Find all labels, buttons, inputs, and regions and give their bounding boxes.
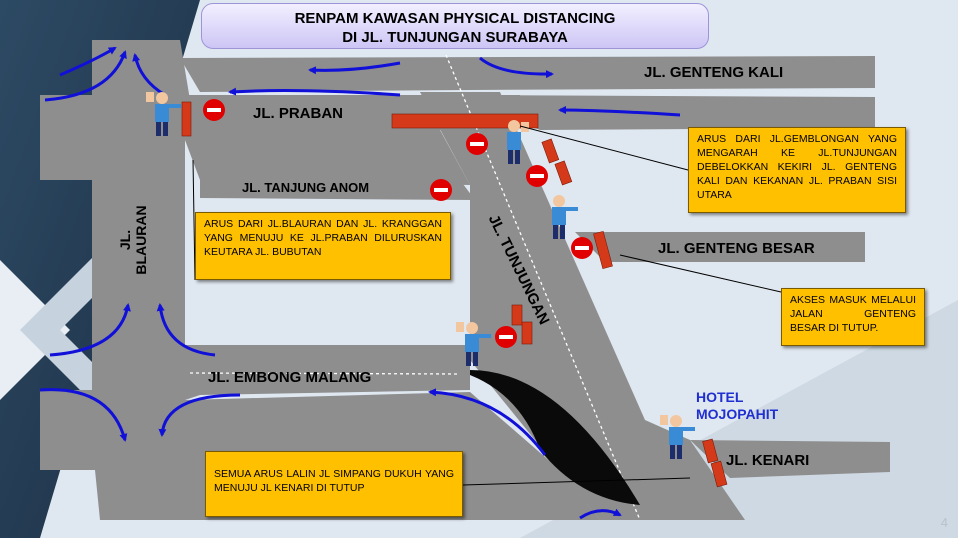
page-number: 4 <box>940 515 948 530</box>
road-label-praban: JL. PRABAN <box>253 105 344 122</box>
hotel-label-line-1: HOTEL <box>696 389 744 405</box>
flow-arrow-icon <box>428 388 547 456</box>
traffic-barrier-icon <box>554 160 573 186</box>
road-network <box>40 40 890 520</box>
flow-arrow-icon <box>479 56 554 79</box>
title-line-1: RENPAM KAWASAN PHYSICAL DISTANCING <box>294 10 616 27</box>
note-gemblongan: ARUS DARI JL.GEMBLONGAN YANG MENGARAH KE… <box>688 127 906 213</box>
flow-arrow-icon <box>44 50 127 102</box>
road-label-blauran: JL. BLAURAN <box>117 200 182 280</box>
callout-lines <box>192 125 782 486</box>
no-entry-signs <box>203 99 593 348</box>
road-label-embong-malang: JL. EMBONG MALANG <box>208 369 372 386</box>
road-label-genteng-besar: JL. GENTENG BESAR <box>658 240 815 257</box>
hotel-label-line-2: MOJOPAHIT <box>696 406 779 422</box>
traffic-barrier-icon <box>710 460 728 488</box>
note-genteng-besar: AKSES MASUK MELALUI JALAN GENTENG BESAR … <box>781 288 925 346</box>
police-officers <box>146 92 695 459</box>
flow-arrow-icon <box>59 46 117 77</box>
traffic-barrier-icon <box>181 101 192 137</box>
title-line-2: DI JL. TUNJUNGAN SURABAYA <box>342 29 568 46</box>
flow-arrow-icon <box>158 393 241 437</box>
flow-arrow-icon <box>49 303 131 357</box>
callout-line-genteng-besar <box>619 254 782 293</box>
note-blauran: ARUS DARI JL.BLAURAN DAN JL. KRANGGAN YA… <box>195 212 451 280</box>
traffic-barrier-icon <box>511 304 523 326</box>
flow-arrow-icon <box>579 508 622 520</box>
callout-line-kenari <box>462 477 691 486</box>
road-label-kenari: JL. KENARI <box>726 452 810 469</box>
police-officer-icon <box>456 322 491 366</box>
flow-arrow-icon <box>308 61 401 75</box>
no-entry-sign-icon <box>203 99 225 121</box>
traffic-barrier-icon <box>391 113 539 129</box>
flow-arrow-icon <box>156 303 216 357</box>
no-entry-sign-icon <box>571 237 593 259</box>
road-label-blauran-line-2: BLAURAN <box>133 205 149 275</box>
callout-line-blauran <box>192 159 196 281</box>
traffic-barrier-icon <box>541 138 560 164</box>
police-officer-icon <box>552 195 578 239</box>
flow-arrow-icon <box>558 106 681 117</box>
no-entry-sign-icon <box>495 326 517 348</box>
traffic-barrier-icon <box>593 230 613 270</box>
hotel-label: HOTEL MOJOPAHIT <box>696 389 778 423</box>
flow-arrow-icon <box>39 388 128 442</box>
road-label-tanjung-anom: JL. TANJUNG ANOM <box>242 180 370 195</box>
slide-title: RENPAM KAWASAN PHYSICAL DISTANCING DI JL… <box>201 3 709 49</box>
traffic-barrier-icon <box>702 438 719 464</box>
police-officer-icon <box>146 92 181 136</box>
traffic-barriers <box>181 101 728 488</box>
no-entry-sign-icon <box>526 165 548 187</box>
road-label-genteng-kali: JL. GENTENG KALI <box>644 64 784 81</box>
flow-arrow-icon <box>228 87 401 97</box>
police-officer-icon <box>660 415 695 459</box>
no-entry-sign-icon <box>466 133 488 155</box>
traffic-barrier-icon <box>521 321 533 345</box>
closed-area <box>470 370 640 505</box>
no-entry-sign-icon <box>430 179 452 201</box>
note-kenari: SEMUA ARUS LALIN JL SIMPANG DUKUH YANG M… <box>205 451 463 517</box>
callout-line-gemblongan <box>519 125 689 171</box>
road-label-blauran-line-1: JL. <box>117 229 133 251</box>
